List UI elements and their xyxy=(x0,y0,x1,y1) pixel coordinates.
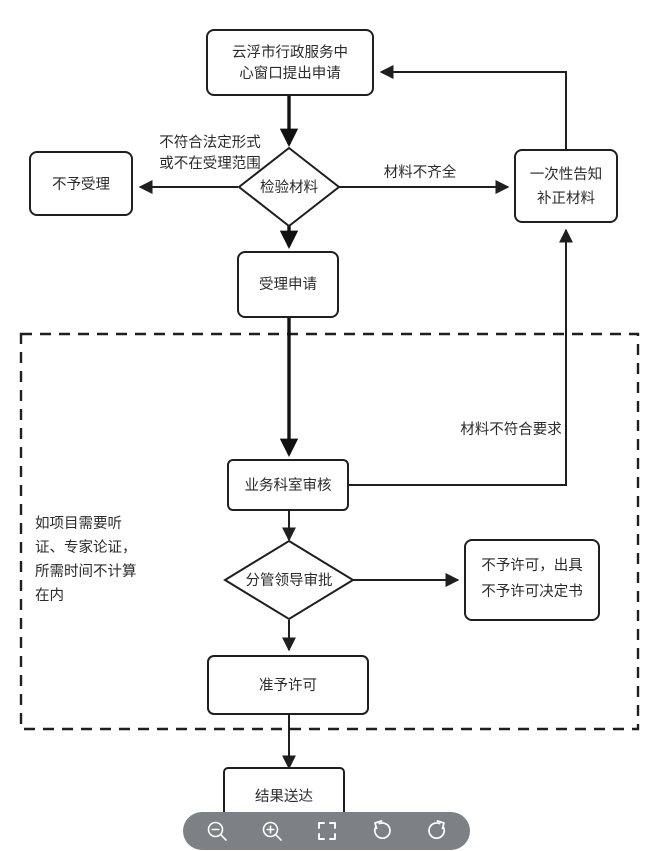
hearing-scope-group xyxy=(19,332,640,731)
node-grant-license-label: 准予许可 xyxy=(259,677,317,694)
fit-screen-button[interactable] xyxy=(310,816,344,846)
hearing-scope-note-line1: 如项目需要听 xyxy=(35,515,122,532)
node-leader-approval-label: 分管领导审批 xyxy=(246,572,333,589)
viewer-toolbar xyxy=(183,812,470,850)
node-accept-application-label: 受理申请 xyxy=(259,276,317,293)
rotate-right-icon xyxy=(427,820,445,840)
zoom-in-button[interactable] xyxy=(255,816,289,846)
node-deliver-result-label: 结果送达 xyxy=(255,788,313,805)
node-submit-application-shape xyxy=(206,29,374,96)
node-one-time-notification-line2: 补正材料 xyxy=(537,190,595,207)
node-deny-license-line2: 不予许可决定书 xyxy=(481,583,583,600)
node-deny-license[interactable]: 不予许可，出具 不予许可决定书 xyxy=(464,539,600,621)
edge-notify-to-submit xyxy=(379,65,567,150)
node-reject-acceptance-shape xyxy=(29,151,133,216)
rotate-left-button[interactable] xyxy=(365,816,399,846)
node-reject-acceptance-label: 不予受理 xyxy=(52,176,110,193)
node-deny-license-shape xyxy=(464,539,600,621)
zoom-out-icon xyxy=(207,821,227,841)
fit-screen-icon xyxy=(317,822,336,840)
edge-label-not-legal-form-line2: 或不在受理范围 xyxy=(159,155,261,172)
node-submit-application-line2: 心窗口提出申请 xyxy=(239,64,341,82)
node-submit-application-line1: 云浮市行政服务中 xyxy=(232,44,348,61)
rotate-right-button[interactable] xyxy=(420,816,454,846)
zoom-out-button[interactable] xyxy=(200,816,234,846)
node-department-review-label: 业务科室审核 xyxy=(245,477,332,494)
node-department-review-shape xyxy=(227,459,349,511)
node-one-time-notification-line1: 一次性告知 xyxy=(530,166,603,183)
node-leader-approval-shape xyxy=(223,539,355,621)
rotate-left-icon xyxy=(373,820,391,840)
node-check-materials[interactable]: 检验材料 xyxy=(237,146,341,228)
hearing-scope-note-line4: 在内 xyxy=(35,587,64,604)
node-reject-acceptance[interactable]: 不予受理 xyxy=(29,151,133,216)
node-accept-application-shape xyxy=(237,251,339,318)
node-one-time-notification-shape xyxy=(514,149,618,223)
node-check-materials-shape xyxy=(237,146,341,228)
edge-label-not-qualified-materials: 材料不符合要求 xyxy=(460,421,562,438)
node-one-time-notification[interactable]: 一次性告知 补正材料 xyxy=(514,149,618,223)
node-check-materials-label: 检验材料 xyxy=(260,179,318,196)
node-leader-approval[interactable]: 分管领导审批 xyxy=(223,539,355,621)
edge-label-incomplete-materials: 材料不齐全 xyxy=(384,163,457,181)
node-accept-application[interactable]: 受理申请 xyxy=(237,251,339,318)
node-grant-license-shape xyxy=(207,655,369,715)
node-submit-application[interactable]: 云浮市行政服务中 心窗口提出申请 xyxy=(206,29,374,96)
edge-dept-review-to-notify xyxy=(348,228,573,486)
node-department-review[interactable]: 业务科室审核 xyxy=(227,459,349,511)
hearing-scope-note-line3: 所需时间不计算 xyxy=(35,563,137,580)
hearing-scope-note: 如项目需要听 证、专家论证， 所需时间不计算 在内 xyxy=(35,515,137,604)
edge-label-not-legal-form-line1: 不符合法定形式 xyxy=(159,134,261,151)
node-grant-license[interactable]: 准予许可 xyxy=(207,655,369,715)
node-deny-license-line1: 不予许可，出具 xyxy=(481,557,583,574)
hearing-scope-note-line2: 证、专家论证， xyxy=(35,539,137,556)
zoom-in-icon xyxy=(262,821,282,841)
